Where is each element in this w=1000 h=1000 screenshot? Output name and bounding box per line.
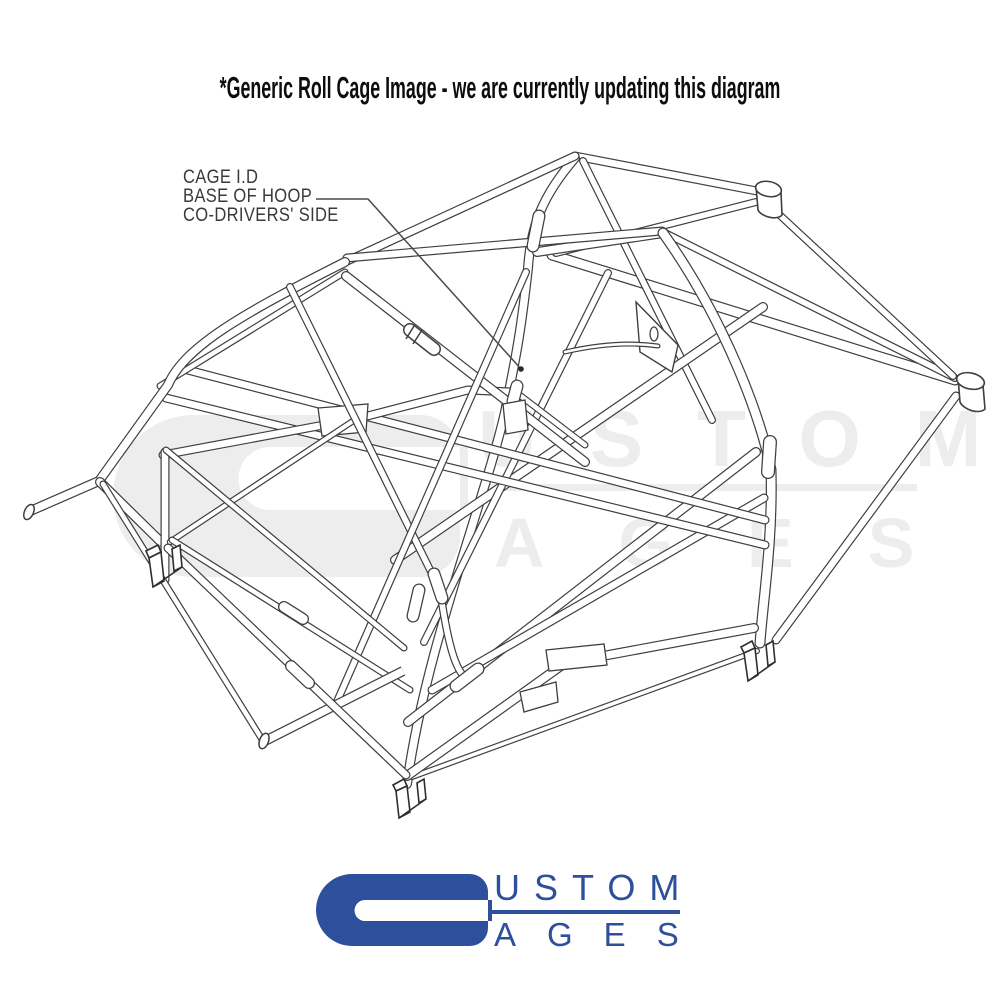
svg-text:AGES: AGES — [494, 916, 710, 953]
svg-text:USTOM: USTOM — [494, 867, 693, 908]
